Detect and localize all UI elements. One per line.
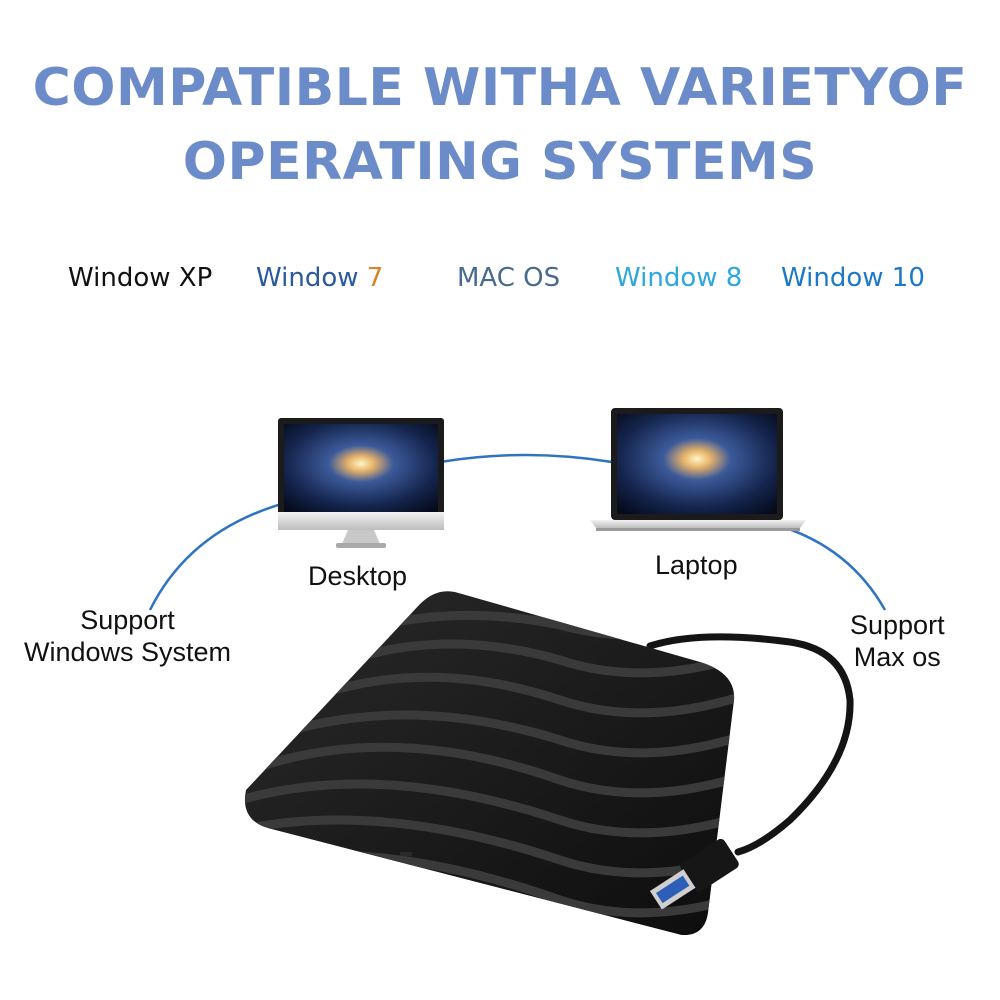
desktop-label: Desktop <box>308 561 408 591</box>
support-windows-line-2: Windows System <box>24 637 232 667</box>
os-label-win8: Window 8 <box>615 263 743 293</box>
os-label-xp: Window XP <box>68 263 213 293</box>
support-mac-line-2: Max os <box>853 642 941 672</box>
optical-drive <box>244 591 735 936</box>
support-windows-label: Support Windows System <box>24 604 231 668</box>
laptop-label: Laptop <box>655 550 738 580</box>
connector-arc-top <box>439 453 613 464</box>
connector-arc-right <box>779 524 887 611</box>
headline-line-2: OPERATING SYSTEMS <box>182 132 818 192</box>
support-mac-line-1: Support <box>850 610 945 640</box>
usb-cable <box>646 633 854 856</box>
usb-plug <box>649 838 739 910</box>
desktop-monitor-image <box>278 418 444 548</box>
support-windows-line-1: Support <box>80 605 175 635</box>
laptop-image <box>590 408 806 531</box>
os-label-win10: Window 10 <box>781 263 925 293</box>
os-label-win7-number: 7 <box>366 263 384 293</box>
os-label-mac: MAC OS <box>457 263 561 293</box>
headline-line-1: COMPATIBLE WITHA VARIETYOF <box>32 58 968 118</box>
connector-arc-left <box>148 501 286 611</box>
support-mac-label: Support Max os <box>850 609 945 673</box>
os-label-win7: Window 7 <box>256 265 383 291</box>
os-label-win7-text: Window <box>256 263 367 293</box>
